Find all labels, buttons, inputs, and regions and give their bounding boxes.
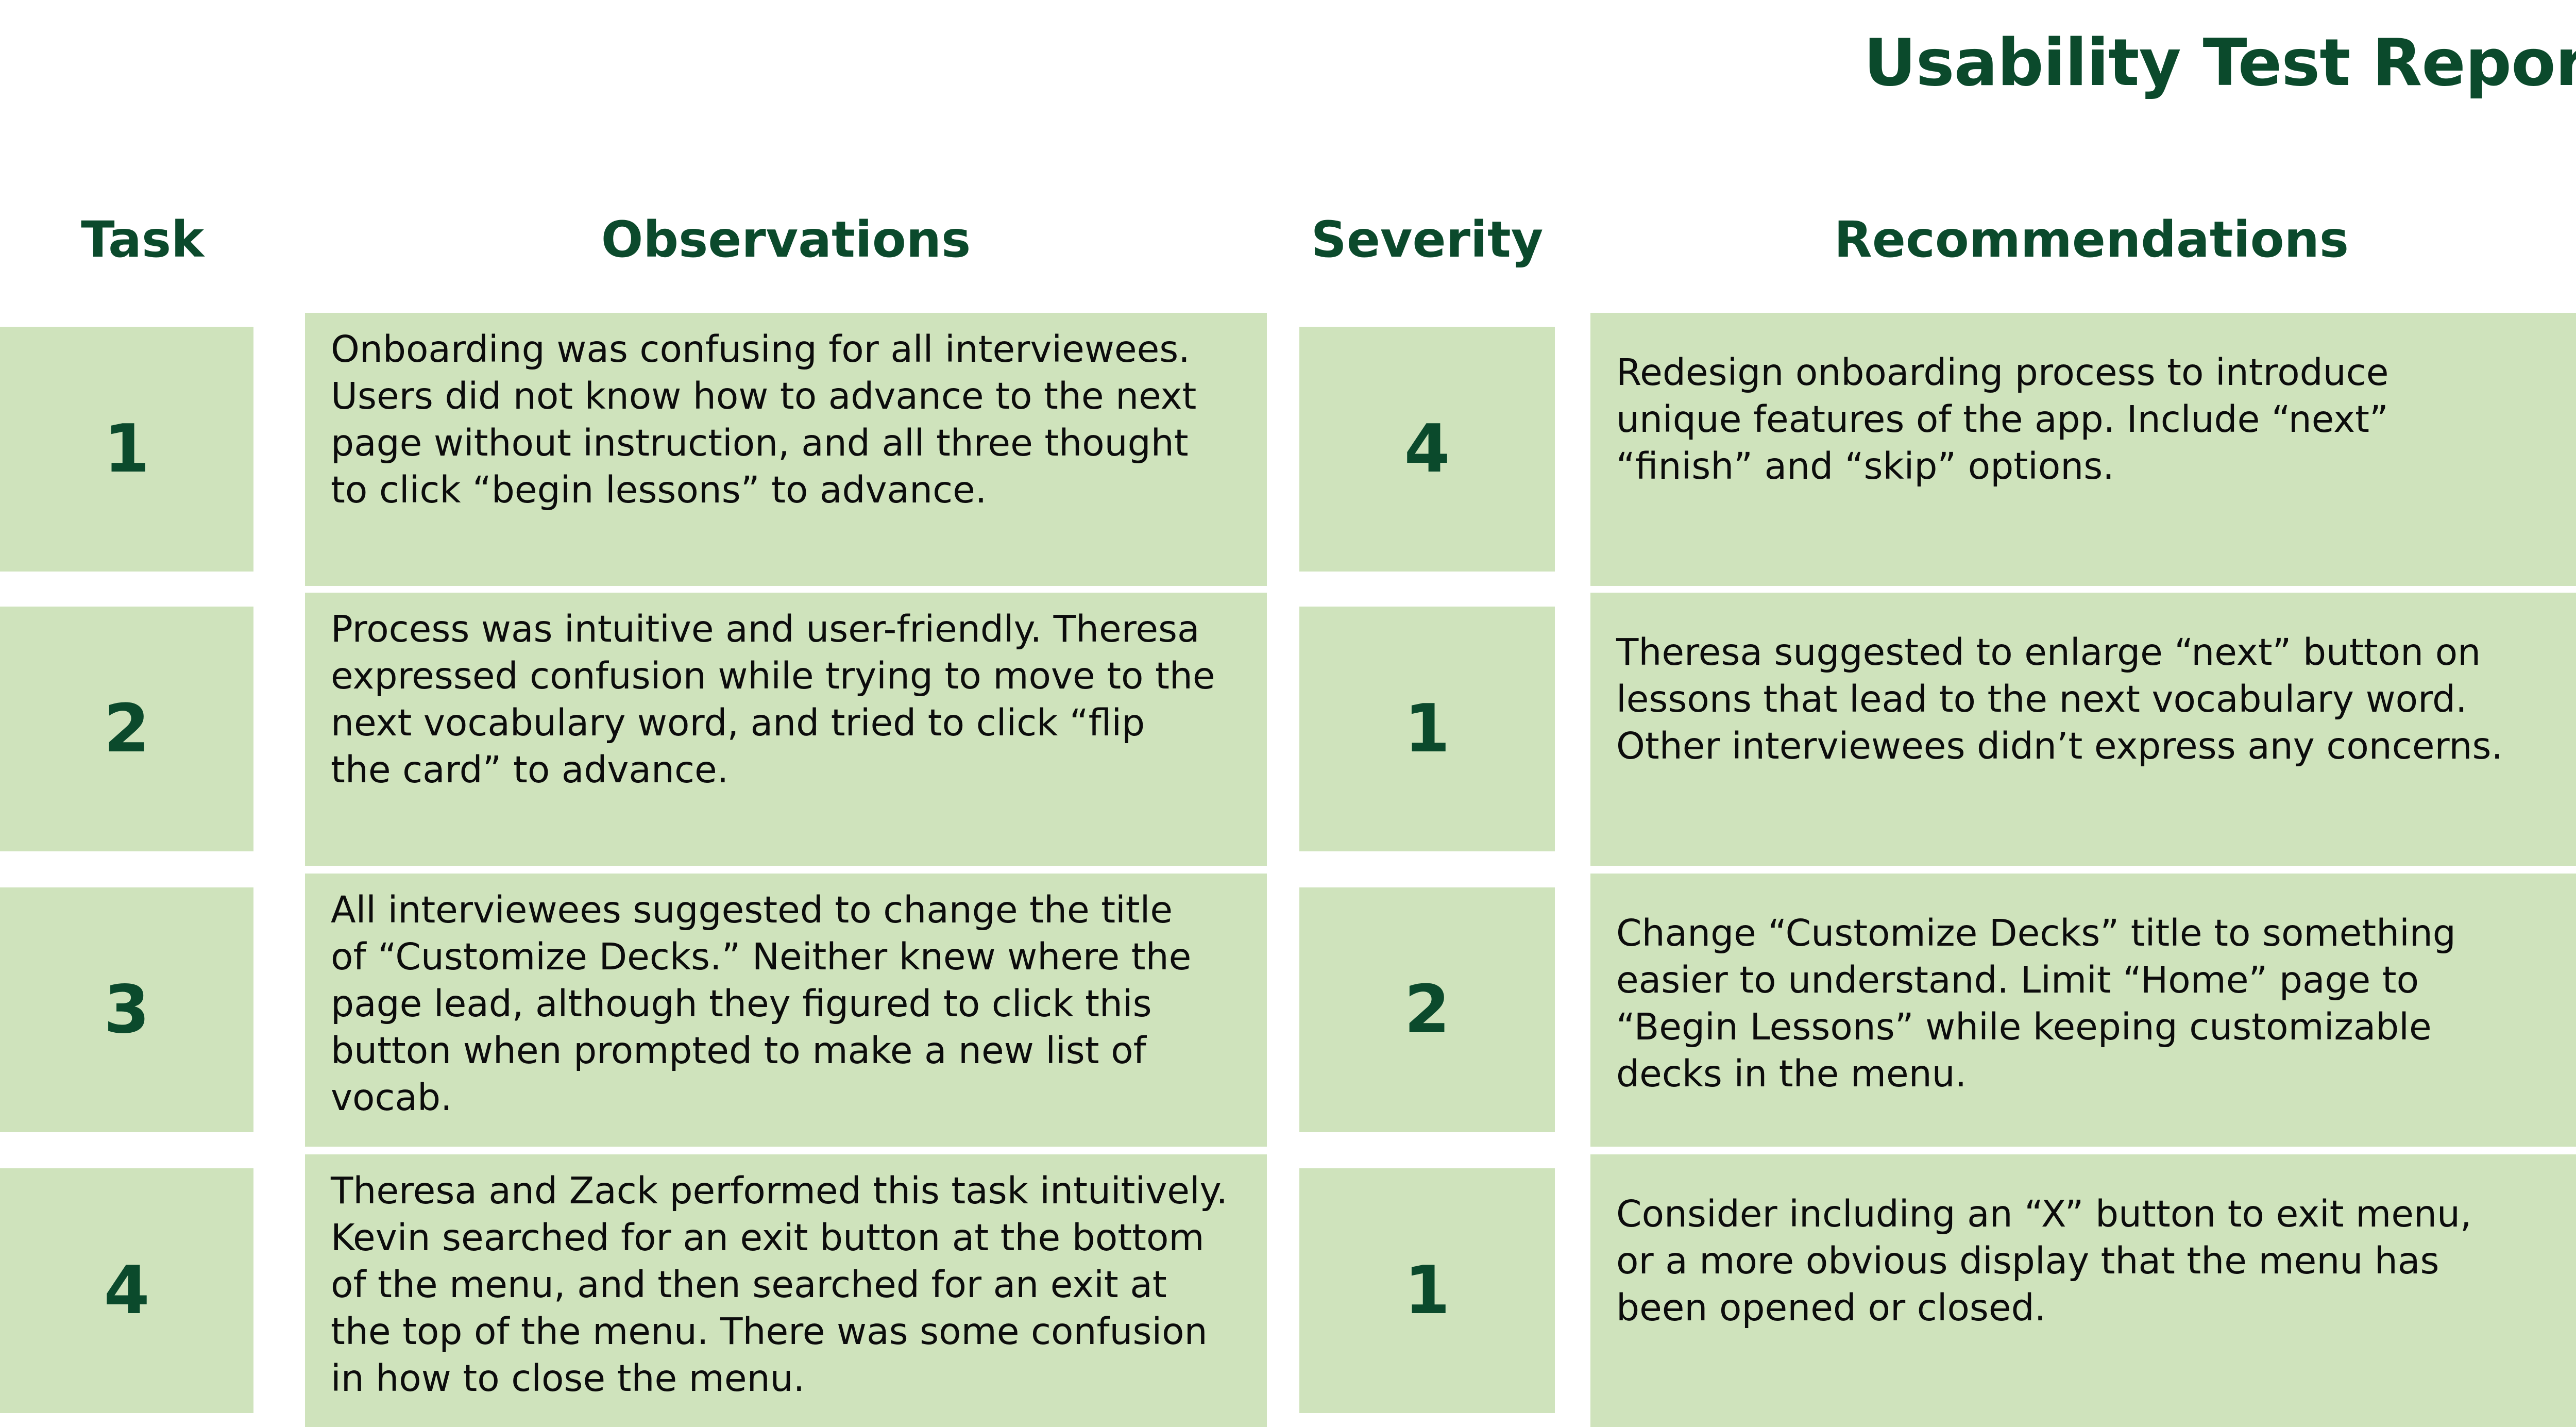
severity-cell: 4 (1299, 327, 1555, 572)
severity-cell: 2 (1299, 887, 1555, 1132)
task-number-cell: 4 (0, 1168, 253, 1413)
recommendation-cell: Redesign onboarding process to introduce… (1590, 313, 2576, 586)
task-number-cell: 3 (0, 887, 253, 1132)
header-recommendations: Recommendations (1834, 211, 2349, 268)
header-task: Task (81, 211, 204, 268)
severity-cell: 1 (1299, 607, 1555, 851)
task-number-cell: 2 (0, 607, 253, 851)
header-observations: Observations (601, 211, 971, 268)
recommendation-cell: Change “Customize Decks” title to someth… (1590, 874, 2576, 1147)
observation-cell: All interviewees suggested to change the… (305, 874, 1267, 1147)
recommendation-cell: Theresa suggested to enlarge “next” butt… (1590, 593, 2576, 866)
recommendation-cell: Consider including an “X” button to exit… (1590, 1154, 2576, 1427)
observation-cell: Process was intuitive and user-friendly.… (305, 593, 1267, 866)
observation-cell: Onboarding was confusing for all intervi… (305, 313, 1267, 586)
header-severity: Severity (1311, 211, 1544, 268)
observation-cell: Theresa and Zack performed this task int… (305, 1154, 1267, 1427)
report-title: Usability Test Report (1863, 25, 2576, 100)
severity-cell: 1 (1299, 1168, 1555, 1413)
task-number-cell: 1 (0, 327, 253, 572)
